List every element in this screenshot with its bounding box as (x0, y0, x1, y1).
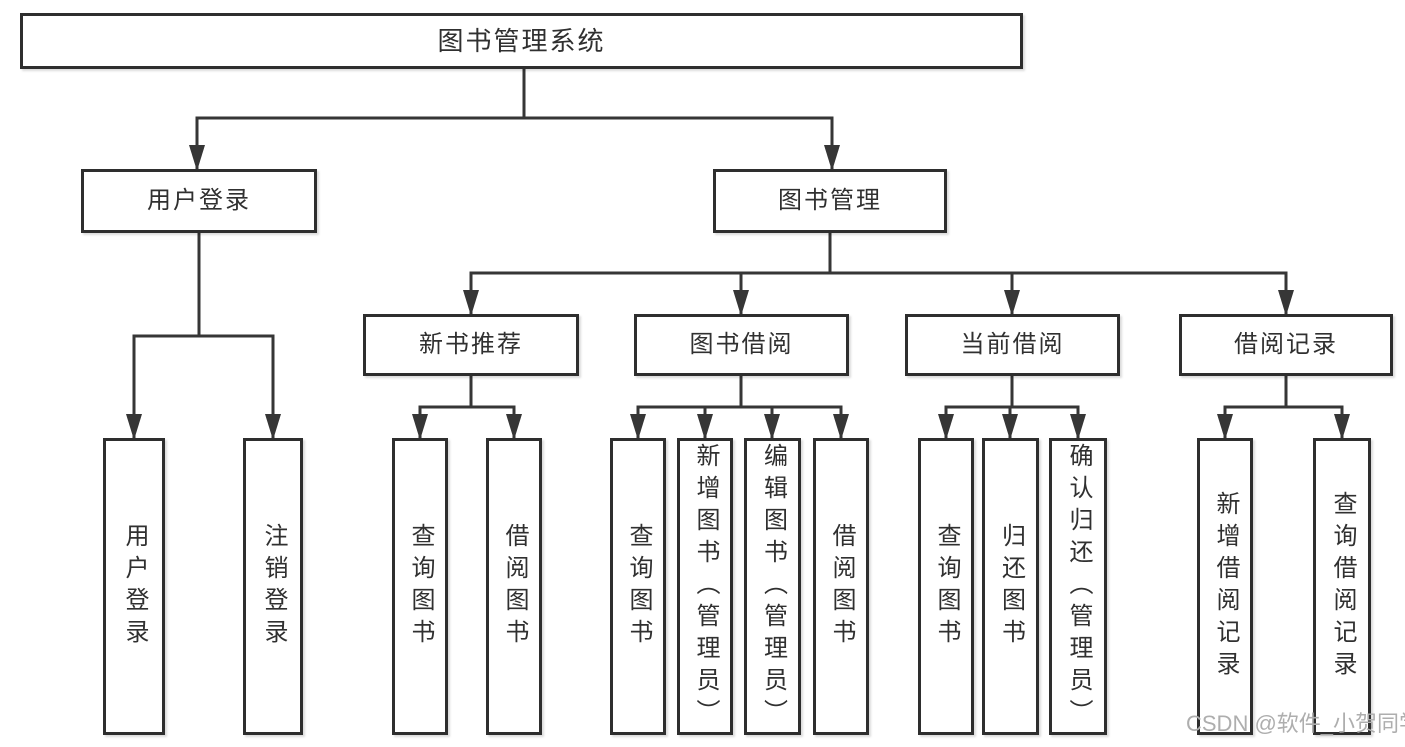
node-label: 新增图书（管理员） (692, 442, 719, 731)
node-label: 归还图书 (997, 522, 1025, 651)
leaf-query-books-1: 查询图书 (392, 438, 448, 735)
node-book-borrow: 图书借阅 (634, 314, 849, 376)
node-label: 查询图书 (625, 522, 652, 651)
leaf-add-books-admin: 新增图书（管理员） (677, 438, 733, 735)
node-label: 图书管理系统 (437, 26, 606, 56)
leaf-return-books: 归还图书 (982, 438, 1039, 735)
node-label: 新书推荐 (419, 331, 523, 358)
node-label: 注销登录 (260, 522, 287, 651)
node-user-login: 用户登录 (81, 169, 317, 233)
node-label: 查询图书 (933, 522, 960, 651)
leaf-query-borrow-record: 查询借阅记录 (1313, 438, 1371, 735)
leaf-user-login: 用户登录 (103, 438, 165, 735)
leaf-borrow-books-2: 借阅图书 (813, 438, 869, 735)
node-borrow-records: 借阅记录 (1179, 314, 1393, 376)
node-label: 用户登录 (147, 187, 251, 214)
node-current-borrow: 当前借阅 (905, 314, 1120, 376)
node-label: 查询图书 (407, 522, 434, 651)
node-label: 编辑图书（管理员） (759, 442, 787, 731)
node-label: 借阅图书 (828, 522, 855, 651)
node-label: 当前借阅 (960, 331, 1065, 358)
leaf-query-books-3: 查询图书 (918, 438, 974, 735)
node-label: 图书借阅 (689, 331, 794, 358)
leaf-logout-login: 注销登录 (243, 438, 303, 735)
node-label: 图书管理 (778, 187, 882, 214)
node-label: 查询借阅记录 (1329, 490, 1356, 683)
node-new-book-recommend: 新书推荐 (363, 314, 579, 376)
leaf-add-borrow-record: 新增借阅记录 (1197, 438, 1253, 735)
node-label: 新增借阅记录 (1212, 490, 1239, 683)
leaf-confirm-return-admin: 确认归还（管理员） (1049, 438, 1107, 735)
leaf-edit-books-admin: 编辑图书（管理员） (744, 438, 801, 735)
node-label: 借阅图书 (501, 522, 528, 651)
watermark: CSDN @软件_小贺同学 (1186, 711, 1405, 736)
node-label: 确认归还（管理员） (1065, 442, 1092, 731)
node-label: 用户登录 (121, 522, 148, 651)
node-library-management-system: 图书管理系统 (20, 13, 1023, 69)
node-book-management: 图书管理 (713, 169, 947, 233)
leaf-query-books-2: 查询图书 (610, 438, 666, 735)
node-label: 借阅记录 (1234, 331, 1338, 358)
leaf-borrow-books-1: 借阅图书 (486, 438, 542, 735)
